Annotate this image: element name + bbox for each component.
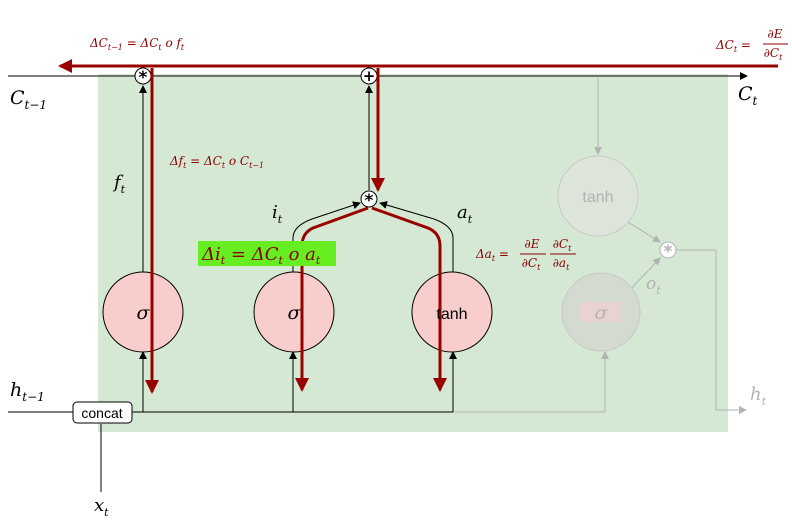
eq-delta-c-top-num: ∂E	[768, 27, 783, 41]
output-multiply-node	[659, 241, 677, 259]
eq-delta-c-top-den: ∂Ct	[764, 46, 783, 62]
eq-delta-a-den2: ∂at	[553, 256, 570, 272]
i-gate-label: it	[272, 202, 283, 226]
output-gate-label: σ	[595, 302, 609, 324]
add-symbol: +	[363, 67, 376, 85]
output-tanh-label: tanh	[582, 189, 613, 206]
x-in-label: xt	[94, 495, 109, 519]
c-next-label: Ct	[738, 83, 758, 108]
candidate-tanh	[411, 271, 493, 353]
lstm-cell-background	[98, 74, 728, 432]
eq-delta-c-top: ΔCt =	[715, 38, 751, 54]
forget-gate-sigma	[102, 271, 184, 353]
output-multiply-symbol: *	[664, 242, 673, 262]
delta-i-highlight	[198, 241, 336, 266]
eq-delta-f: Δft = ΔCt o Ct−1	[169, 154, 264, 170]
forget-gate-label: σ	[137, 302, 151, 324]
eq-delta-c-prev: ΔCt−1 = ΔCt o ft	[89, 36, 185, 52]
eq-delta-a-den1: ∂Ct	[522, 256, 541, 272]
o-gate-label: ot	[646, 274, 661, 297]
input-gate-sigma	[253, 271, 335, 353]
eq-delta-i: Δit = ΔCt o at	[201, 244, 321, 267]
eq-delta-a-num1: ∂E	[525, 237, 540, 251]
candidate-tanh-label: tanh	[436, 306, 467, 323]
concat-box	[72, 401, 133, 424]
grad-candidate-arrow	[371, 206, 447, 392]
eq-delta-a: Δat =	[475, 247, 509, 263]
input-multiply-node	[360, 190, 378, 208]
input-multiply-symbol: *	[365, 191, 374, 211]
concat-label: concat	[81, 405, 122, 421]
forward-flow-lines	[8, 72, 748, 492]
h-next-label: ht	[750, 384, 767, 408]
a-gate-label: at	[457, 202, 473, 226]
c-prev-label: Ct−1	[10, 87, 47, 112]
forget-multiply-symbol: *	[139, 68, 148, 88]
input-gate-label: σ	[288, 302, 302, 324]
equations: ΔCt−1 = ΔCt o ft ΔCt = ∂E ∂Ct Δft = ΔCt …	[89, 27, 788, 272]
eq-delta-a-num2: ∂Ct	[553, 237, 572, 253]
h-prev-label: ht−1	[10, 379, 45, 404]
output-tanh	[557, 155, 639, 237]
